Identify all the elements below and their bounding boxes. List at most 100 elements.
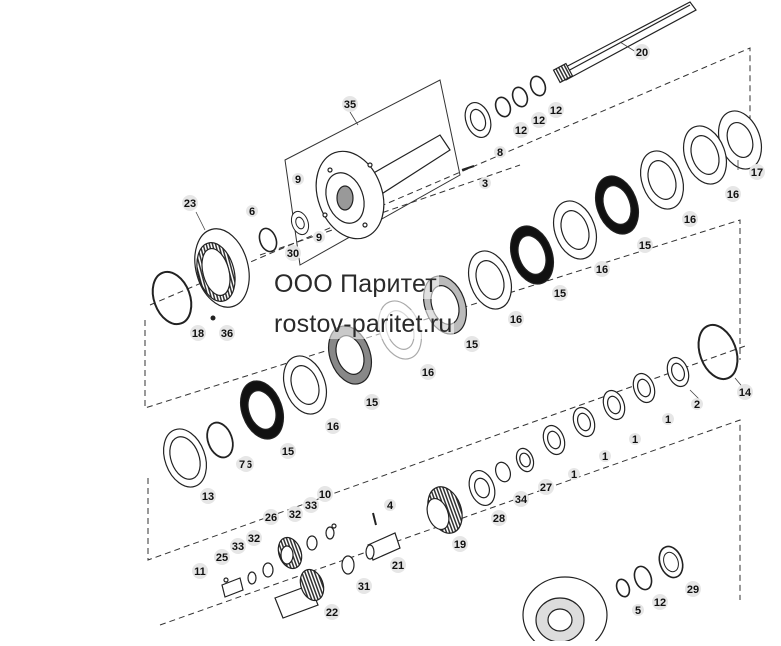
callout-9: 9 [292, 173, 304, 186]
callout-number: 3 [482, 178, 488, 190]
callout-15: 15 [637, 237, 653, 253]
callout-number: 9 [316, 232, 322, 244]
callout-16: 16 [725, 186, 741, 202]
callout-badge [637, 237, 653, 253]
snap-ring-14 [697, 323, 739, 381]
callout-number: 16 [327, 421, 339, 433]
callout-badge [552, 285, 568, 301]
gear-22 [274, 568, 325, 619]
washers-row [494, 356, 690, 483]
callout-badge [230, 538, 246, 554]
callout-number: 33 [232, 541, 244, 553]
small-parts-left [221, 523, 355, 598]
callout-badge [531, 112, 547, 128]
callout-32: 32 [287, 506, 303, 522]
callout-number: 17 [751, 167, 763, 179]
callout-9: 9 [313, 231, 325, 244]
callout-badge [452, 536, 468, 552]
callout-badge [263, 509, 279, 525]
bearing-28 [468, 469, 496, 507]
callout-badge [280, 443, 296, 459]
callout-1: 1 [629, 433, 641, 446]
callout-badge [632, 604, 644, 616]
callout-number: 5 [635, 605, 641, 617]
bearing-8 [464, 101, 492, 139]
callout-badge [594, 261, 610, 277]
callout-badge [303, 497, 319, 513]
callout-16: 16 [325, 418, 341, 434]
callout-number: 16 [684, 214, 696, 226]
callout-badge [685, 581, 701, 597]
callout-number: 29 [687, 584, 699, 596]
callout-number: 16 [510, 314, 522, 326]
ring-6 [258, 227, 278, 253]
callout-number: 10 [319, 489, 331, 501]
callout-number: 32 [248, 533, 260, 545]
callout-number: 15 [466, 339, 478, 351]
callout-33: 33 [303, 497, 319, 513]
callout-15: 15 [464, 336, 480, 352]
callout-badge [317, 486, 333, 502]
callout-number: 16 [422, 367, 434, 379]
ball-36 [210, 315, 216, 321]
callout-badge [246, 205, 258, 217]
callout-badge [513, 491, 529, 507]
plate-13 [162, 428, 208, 488]
callout-18: 18 [190, 325, 206, 341]
callout-15: 15 [364, 394, 380, 410]
callout-badge [538, 479, 554, 495]
callout-27: 27 [538, 479, 554, 495]
callout-badge [599, 450, 611, 462]
callout-16: 16 [420, 364, 436, 380]
callout-number: 12 [515, 125, 527, 137]
ring-7 [206, 421, 234, 459]
callout-19: 19 [452, 536, 468, 552]
callout-number: 4 [387, 500, 394, 512]
callout-number: 15 [282, 446, 294, 458]
callout-12: 12 [531, 112, 547, 128]
callout-number: 7 [239, 459, 245, 471]
callout-35: 35 [342, 96, 358, 112]
callout-29: 29 [685, 581, 701, 597]
callout-7: 7 [236, 458, 248, 471]
callout-number: 31 [358, 581, 370, 593]
callout-12: 12 [548, 102, 564, 118]
callout-badge [219, 325, 235, 341]
callout-20: 20 [634, 44, 650, 60]
callout-badge [682, 211, 698, 227]
callout-badge [629, 433, 641, 445]
callout-number: 16 [727, 189, 739, 201]
callout-badge [568, 468, 580, 480]
callout-number: 8 [497, 147, 503, 159]
callout-number: 23 [184, 198, 196, 210]
callout-badge [285, 245, 301, 261]
callout-badge [364, 394, 380, 410]
callout-badge [479, 177, 491, 189]
callout-2: 2 [691, 398, 703, 411]
callout-number: 18 [192, 328, 204, 340]
callout-badge [749, 164, 765, 180]
callout-34: 34 [513, 491, 529, 507]
callout-15: 15 [552, 285, 568, 301]
callout-1: 1 [662, 413, 674, 426]
callout-number: 12 [550, 105, 562, 117]
watermark-website: rostov-paritet.ru [272, 310, 455, 339]
callout-badge [236, 458, 248, 470]
callout-number: 34 [515, 494, 528, 506]
callout-badge [548, 102, 564, 118]
callout-12: 12 [652, 594, 668, 610]
callout-badge [182, 195, 198, 211]
bolt-3 [461, 165, 475, 171]
callout-number: 14 [739, 387, 752, 399]
callout-number: 20 [636, 47, 648, 59]
callout-badge [652, 594, 668, 610]
callout-23: 23 [182, 195, 198, 211]
callout-13: 13 [200, 488, 216, 504]
callout-badge [356, 578, 372, 594]
callout-number: 19 [454, 539, 466, 551]
callout-number: 32 [289, 509, 301, 521]
callout-number: 1 [665, 414, 671, 426]
callout-badge [420, 364, 436, 380]
